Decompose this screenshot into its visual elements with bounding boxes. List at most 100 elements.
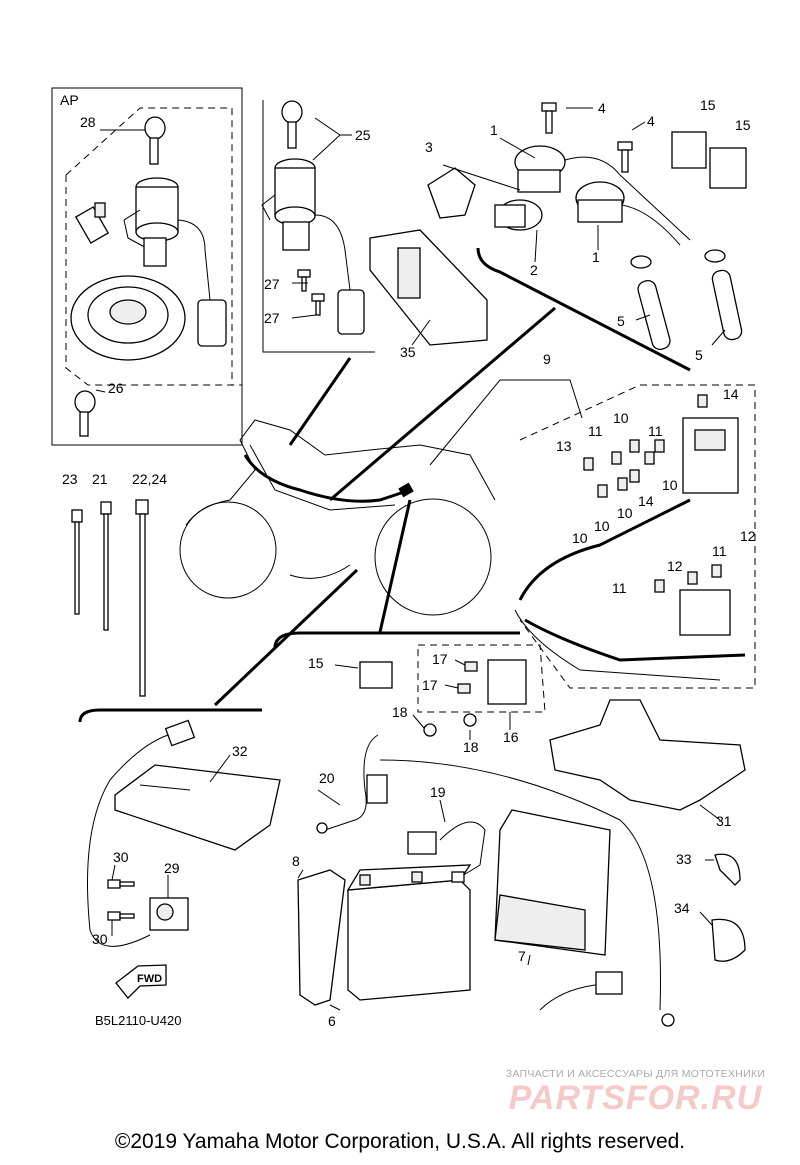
callout-1: 1 xyxy=(490,122,498,138)
callout-30: 30 xyxy=(92,931,108,947)
screw-icon xyxy=(107,879,135,889)
cable-icon xyxy=(379,759,661,1011)
fuse-icon xyxy=(611,451,622,465)
callout-33: 33 xyxy=(676,851,692,867)
screw-icon xyxy=(297,269,311,292)
callout-29: 29 xyxy=(164,860,180,876)
relay-icon xyxy=(487,659,527,705)
callout-34: 34 xyxy=(674,900,690,916)
callout-10: 10 xyxy=(613,410,629,426)
callout-11: 11 xyxy=(612,580,627,596)
callout-19: 19 xyxy=(430,784,446,800)
harness-bundle xyxy=(514,498,746,681)
group-bracket xyxy=(288,357,352,446)
harness-dashed-outline xyxy=(519,384,756,689)
ap-group: AP xyxy=(51,87,243,446)
callout-3: 3 xyxy=(425,139,433,155)
cable-tie-icon xyxy=(71,509,83,615)
cable-icon xyxy=(539,981,616,1011)
callout-18: 18 xyxy=(392,704,408,720)
group-bracket xyxy=(329,306,556,502)
callout-17: 17 xyxy=(432,651,448,667)
cable-tie-icon xyxy=(100,501,112,631)
key-icon xyxy=(281,100,303,149)
terminal-icon xyxy=(661,1013,675,1027)
callout-6: 6 xyxy=(328,1013,336,1029)
battery-group xyxy=(297,734,675,1027)
callout-5: 5 xyxy=(617,313,625,329)
fuel-cap-icon xyxy=(70,275,186,361)
screw-icon xyxy=(311,293,325,316)
group-bracket xyxy=(262,100,375,353)
callout-26: 26 xyxy=(108,380,124,396)
callouts: 28 26 25 27 27 35 3 1 4 4 15 15 2 1 5 5 … xyxy=(62,97,756,1029)
callout-32: 32 xyxy=(232,743,248,759)
fuse-icon xyxy=(654,439,665,453)
callout-18: 18 xyxy=(463,739,479,755)
bolt-icon xyxy=(541,102,557,134)
connector-icon xyxy=(164,719,196,747)
main-switch-icon xyxy=(123,177,227,347)
callout-4: 4 xyxy=(647,113,655,129)
connector-icon xyxy=(595,971,623,995)
fuse-box-icon xyxy=(679,589,731,636)
group-bracket xyxy=(213,568,359,707)
relay-dashed-outline xyxy=(417,644,546,713)
cable-icon xyxy=(407,821,486,883)
ap-group-frame xyxy=(51,87,243,446)
callout-11: 11 xyxy=(712,543,727,559)
lock-icon xyxy=(74,202,110,244)
motorcycle-outline xyxy=(179,419,496,616)
watermark: ЗАПЧАСТИ И АКСЕССУАРЫ ДЛЯ МОТОТЕХНИКИ PA… xyxy=(488,1068,783,1116)
battery-icon xyxy=(346,864,472,1001)
plug-cap-icon xyxy=(630,255,671,350)
callout-27: 27 xyxy=(264,310,280,326)
battery-tray-icon xyxy=(549,699,746,821)
callout-7: 7 xyxy=(518,948,526,964)
fwd-label: FWD xyxy=(137,973,162,985)
fuse-icon xyxy=(711,564,722,578)
callout-35: 35 xyxy=(400,344,416,360)
cable-icon xyxy=(316,734,388,834)
bolt-icon xyxy=(617,141,633,173)
main-switch-icon xyxy=(261,158,365,335)
clamp-icon xyxy=(711,918,746,962)
callout-31: 31 xyxy=(716,813,732,829)
relay-icon xyxy=(359,661,393,689)
screw-icon xyxy=(423,723,437,737)
callout-14: 14 xyxy=(638,493,654,509)
fuse-icon xyxy=(687,571,698,585)
callout-15: 15 xyxy=(308,655,324,671)
relay-icon xyxy=(671,131,747,189)
relay-group xyxy=(334,644,546,740)
key-icon xyxy=(74,390,96,437)
callout-15: 15 xyxy=(700,97,716,113)
group-bracket xyxy=(78,708,262,723)
callout-17: 17 xyxy=(422,677,438,693)
callout-14: 14 xyxy=(723,386,739,402)
fuse-icon xyxy=(583,457,594,471)
screw-icon xyxy=(463,713,477,727)
callout-16: 16 xyxy=(503,729,519,745)
group-bracket xyxy=(476,247,691,372)
callout-28: 28 xyxy=(80,114,96,130)
fwd-arrow-icon: FWD xyxy=(115,964,167,999)
fuse-icon xyxy=(464,661,478,672)
label-card-icon xyxy=(369,229,488,346)
fuse-icon xyxy=(597,484,608,498)
callout-1: 1 xyxy=(592,249,600,265)
callout-23: 23 xyxy=(62,471,78,487)
sensor-icon xyxy=(149,897,189,931)
fuse-icon xyxy=(697,394,708,408)
callout-25: 25 xyxy=(355,127,371,143)
callout-8: 8 xyxy=(292,853,300,869)
cable-icon xyxy=(87,734,169,947)
callout-11: 11 xyxy=(588,423,603,439)
wire-harness-group xyxy=(429,379,756,689)
fuse-icon xyxy=(644,451,655,465)
fuse-icon xyxy=(617,477,628,491)
fuse-icon xyxy=(629,439,640,453)
callout-27: 27 xyxy=(264,276,280,292)
callout-10: 10 xyxy=(662,477,678,493)
